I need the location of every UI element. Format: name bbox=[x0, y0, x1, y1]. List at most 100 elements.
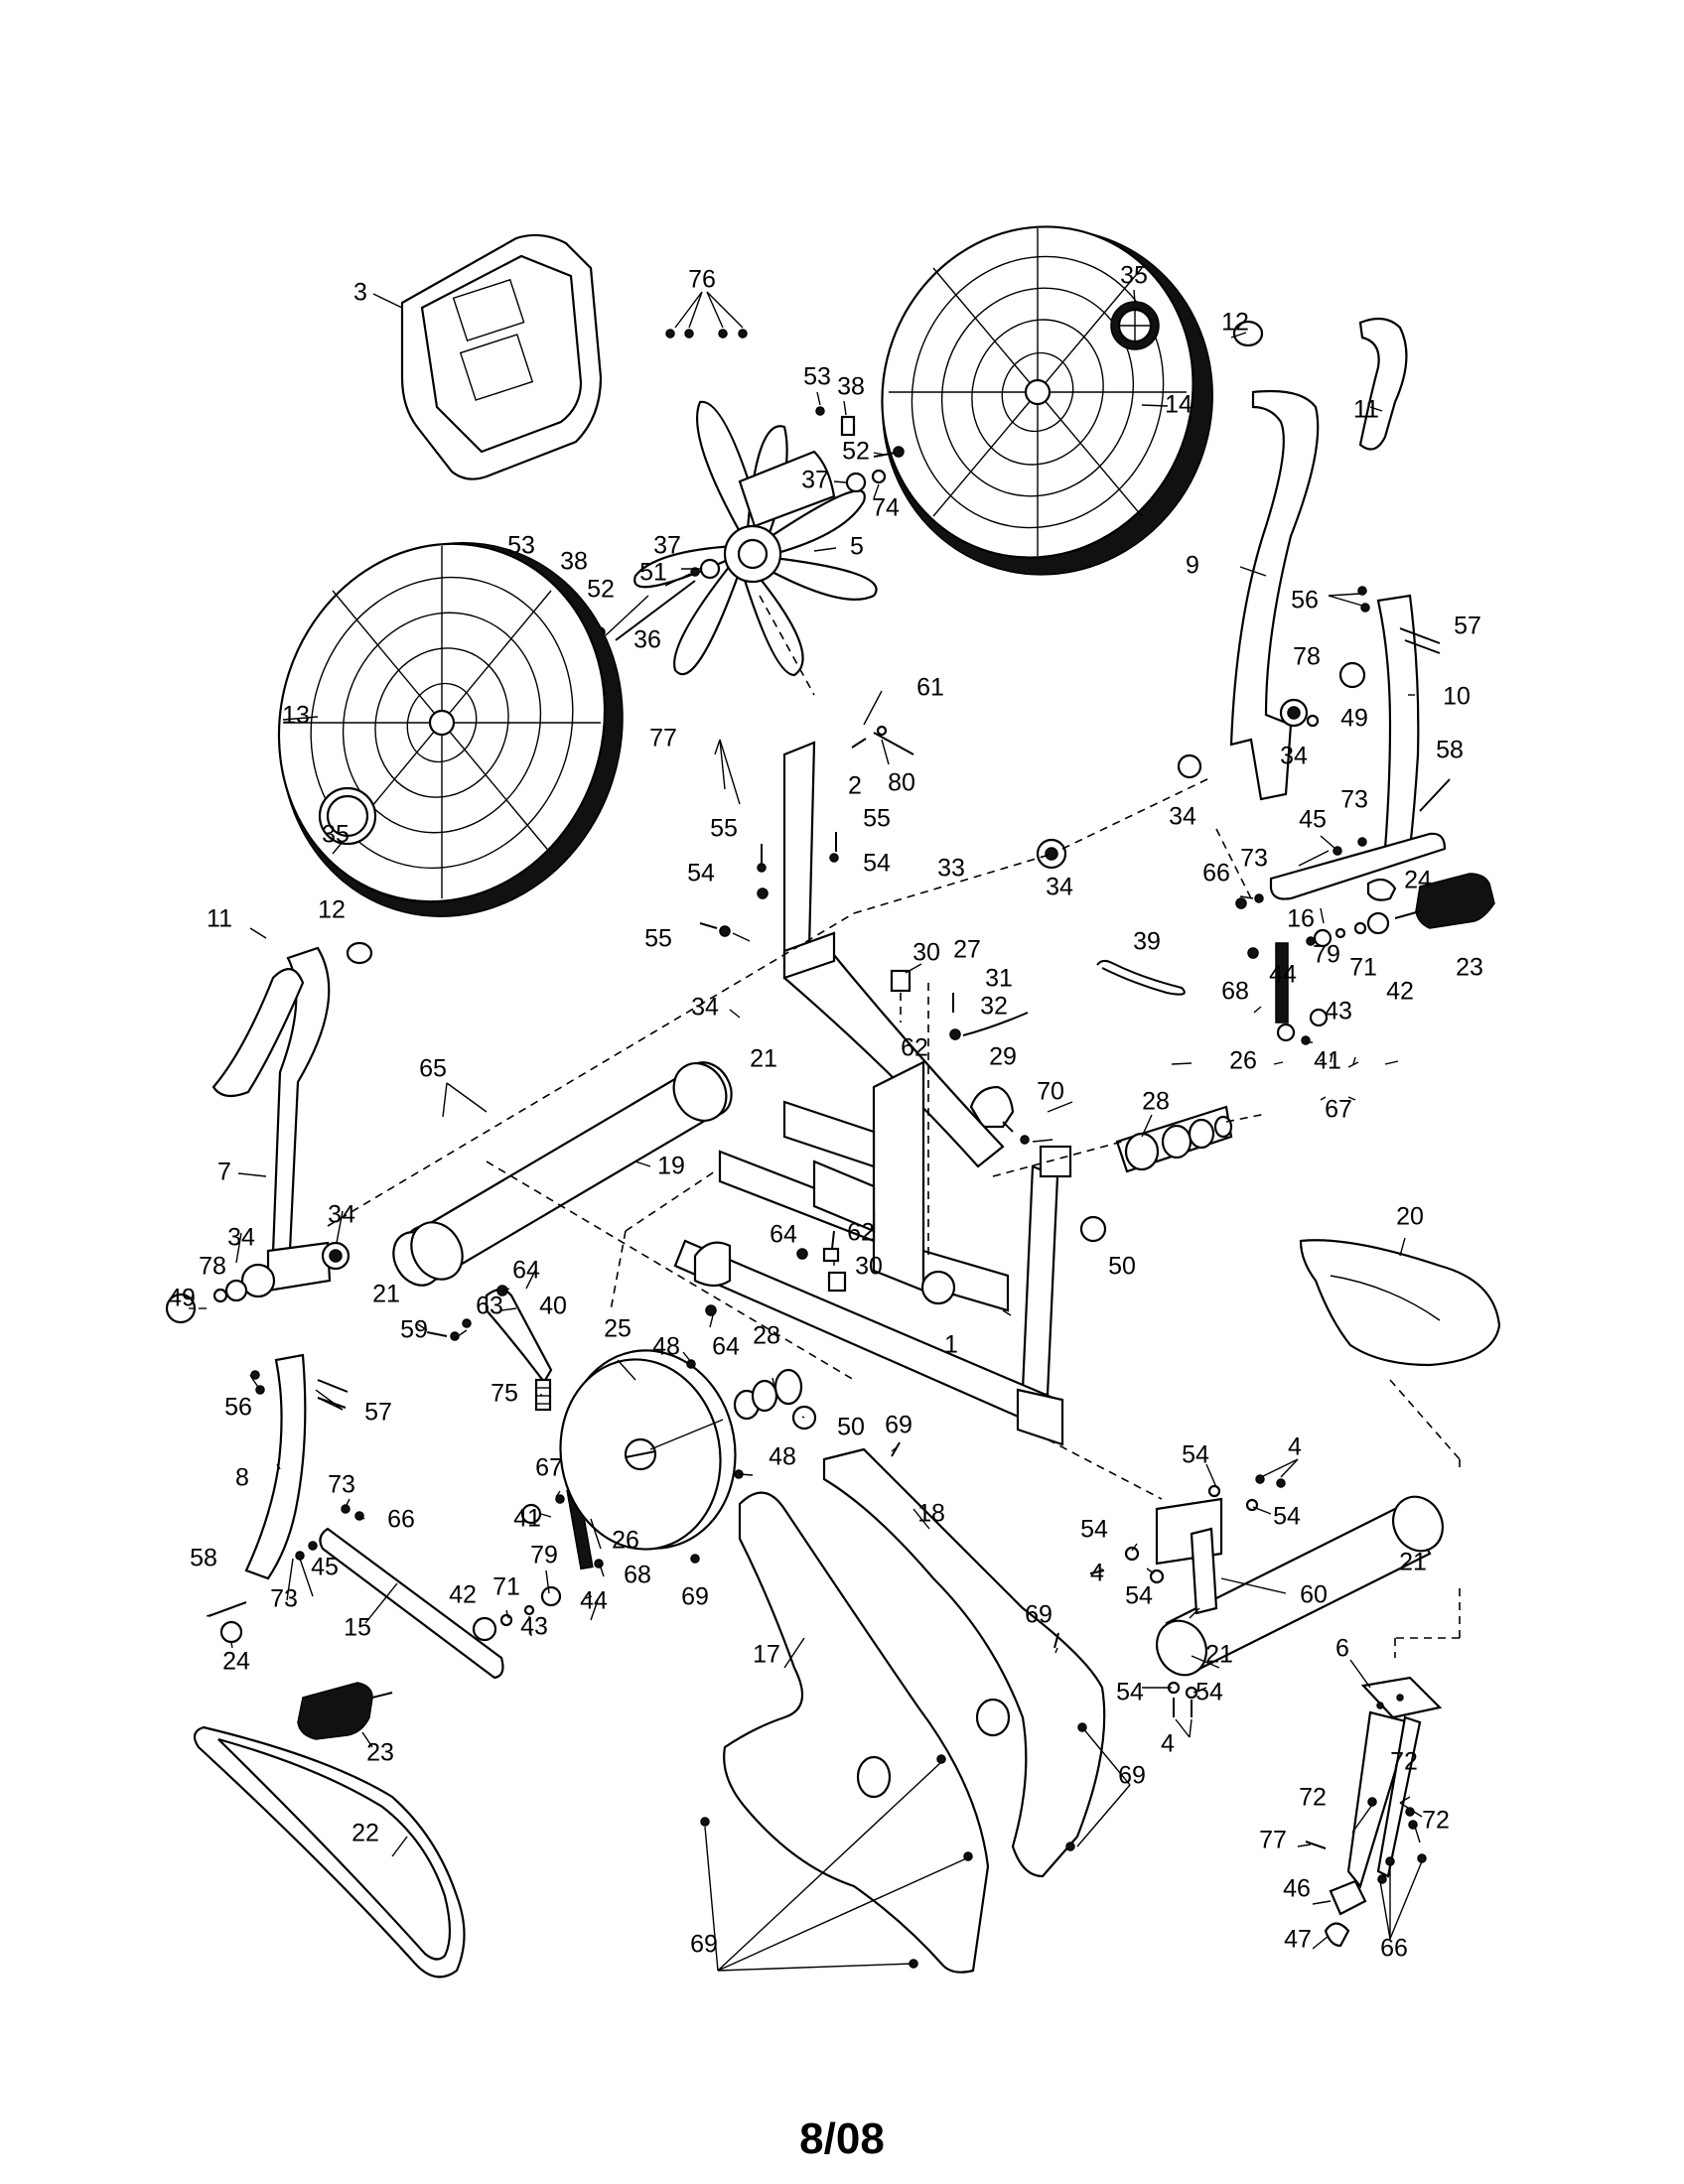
part-label-34: 34 bbox=[1046, 874, 1073, 901]
part-label-28: 28 bbox=[753, 1322, 780, 1350]
part-label-54: 54 bbox=[687, 860, 715, 887]
part-label-62: 62 bbox=[847, 1219, 875, 1247]
part-label-34: 34 bbox=[328, 1201, 355, 1229]
part-label-54: 54 bbox=[1182, 1441, 1209, 1469]
right-pedal-drawing bbox=[1394, 873, 1495, 929]
part-label-60: 60 bbox=[1300, 1581, 1328, 1609]
part-label-73: 73 bbox=[270, 1585, 298, 1613]
part-label-69: 69 bbox=[690, 1931, 718, 1959]
part-label-41: 41 bbox=[1314, 1047, 1341, 1075]
part-label-24: 24 bbox=[222, 1648, 250, 1676]
cable-39-drawing bbox=[1096, 959, 1186, 996]
part-label-42: 42 bbox=[1386, 978, 1414, 1006]
part-label-53: 53 bbox=[507, 532, 535, 560]
part-label-10: 10 bbox=[1443, 683, 1471, 711]
part-label-35: 35 bbox=[1120, 262, 1148, 290]
part-label-5: 5 bbox=[850, 533, 864, 561]
part-label-69: 69 bbox=[1025, 1601, 1052, 1629]
part-label-45: 45 bbox=[1299, 806, 1327, 834]
part-label-16: 16 bbox=[1287, 905, 1315, 933]
part-label-41: 41 bbox=[513, 1505, 541, 1533]
tension-bracket-drawing bbox=[426, 1285, 553, 1412]
part-label-63: 63 bbox=[476, 1293, 503, 1320]
part-label-24: 24 bbox=[1404, 867, 1432, 894]
part-label-68: 68 bbox=[1221, 978, 1249, 1006]
part-label-45: 45 bbox=[311, 1554, 339, 1581]
part-label-47: 47 bbox=[1284, 1926, 1312, 1954]
part-label-72: 72 bbox=[1422, 1807, 1450, 1835]
part-label-78: 78 bbox=[1293, 643, 1321, 671]
part-label-54: 54 bbox=[1195, 1679, 1223, 1706]
console-drawing bbox=[400, 233, 603, 480]
part-label-48: 48 bbox=[652, 1333, 680, 1361]
part-label-77: 77 bbox=[1259, 1827, 1287, 1854]
part-label-62: 62 bbox=[901, 1034, 928, 1062]
part-label-31: 31 bbox=[985, 965, 1013, 993]
part-label-49: 49 bbox=[168, 1285, 196, 1312]
part-label-29: 29 bbox=[989, 1043, 1017, 1071]
part-label-72: 72 bbox=[1390, 1748, 1418, 1776]
part-label-68: 68 bbox=[624, 1562, 651, 1589]
part-label-46: 46 bbox=[1283, 1875, 1311, 1903]
part-label-61: 61 bbox=[916, 674, 944, 702]
part-label-79: 79 bbox=[530, 1542, 558, 1570]
part-label-50: 50 bbox=[1108, 1253, 1136, 1281]
part-label-23: 23 bbox=[366, 1739, 394, 1767]
part-label-12: 12 bbox=[318, 896, 346, 924]
part-label-76: 76 bbox=[688, 266, 716, 294]
cap-35-top-drawing bbox=[1110, 301, 1160, 350]
part-label-54: 54 bbox=[1125, 1582, 1153, 1610]
part-label-14: 14 bbox=[1165, 391, 1193, 419]
side-covers-drawing bbox=[690, 1441, 1106, 1974]
part-label-53: 53 bbox=[803, 363, 831, 391]
rear-stabilizer-drawing bbox=[1155, 1495, 1444, 1677]
middle-hardware-drawing bbox=[705, 1230, 847, 1316]
part-label-59: 59 bbox=[400, 1316, 428, 1344]
date-code: 8/08 bbox=[799, 2115, 885, 2163]
leader-lines bbox=[189, 289, 1423, 1972]
drive-belt-drawing bbox=[193, 1725, 466, 1979]
fan-axle-drawing bbox=[615, 580, 696, 641]
part-label-38: 38 bbox=[560, 548, 588, 576]
right-lower-arm-drawing bbox=[1357, 586, 1451, 851]
part-label-11: 11 bbox=[207, 905, 232, 933]
part-label-15: 15 bbox=[344, 1614, 371, 1642]
part-labels: 3 76 35 12 11 53 38 52 37 74 14 53 38 52… bbox=[168, 262, 1483, 1963]
part-label-64: 64 bbox=[770, 1221, 797, 1249]
part-label-21: 21 bbox=[1399, 1549, 1427, 1576]
part-label-77: 77 bbox=[649, 725, 677, 752]
part-label-17: 17 bbox=[753, 1641, 780, 1669]
end-cap-21-left-drawing bbox=[410, 1221, 464, 1281]
tension-knob-drawing bbox=[969, 1085, 1030, 1145]
seat-post-drawing bbox=[1305, 1676, 1443, 1889]
bearings-28-left-drawing bbox=[733, 1368, 803, 1421]
part-label-51: 51 bbox=[639, 559, 667, 587]
seat-knob-drawing bbox=[1324, 1879, 1367, 1948]
right-bushings-drawing bbox=[1036, 661, 1366, 870]
part-label-43: 43 bbox=[520, 1613, 548, 1641]
part-label-34: 34 bbox=[227, 1224, 255, 1252]
part-label-80: 80 bbox=[888, 769, 915, 797]
part-label-34: 34 bbox=[1169, 803, 1196, 831]
left-link-arm-drawing bbox=[295, 1504, 504, 1680]
part-label-22: 22 bbox=[351, 1820, 379, 1847]
part-label-35: 35 bbox=[322, 821, 350, 849]
upright-hardware-drawing bbox=[699, 725, 914, 937]
part-label-4: 4 bbox=[1288, 1433, 1302, 1461]
part-label-26: 26 bbox=[612, 1527, 639, 1555]
part-label-13: 13 bbox=[282, 702, 310, 730]
bearing-50-right-drawing bbox=[1079, 1215, 1107, 1243]
part-label-12: 12 bbox=[1221, 309, 1249, 337]
part-label-57: 57 bbox=[1454, 613, 1481, 640]
part-label-38: 38 bbox=[837, 373, 865, 401]
part-label-64: 64 bbox=[712, 1333, 740, 1361]
part-label-58: 58 bbox=[190, 1545, 217, 1572]
part-label-54: 54 bbox=[1273, 1503, 1301, 1531]
left-bushings-drawing bbox=[165, 1241, 351, 1324]
bearings-28-right-drawing bbox=[1115, 1105, 1233, 1173]
part-label-74: 74 bbox=[872, 494, 900, 522]
hardware-76-drawing bbox=[665, 291, 748, 339]
part-label-54: 54 bbox=[1116, 1679, 1144, 1706]
part-label-57: 57 bbox=[364, 1399, 392, 1427]
